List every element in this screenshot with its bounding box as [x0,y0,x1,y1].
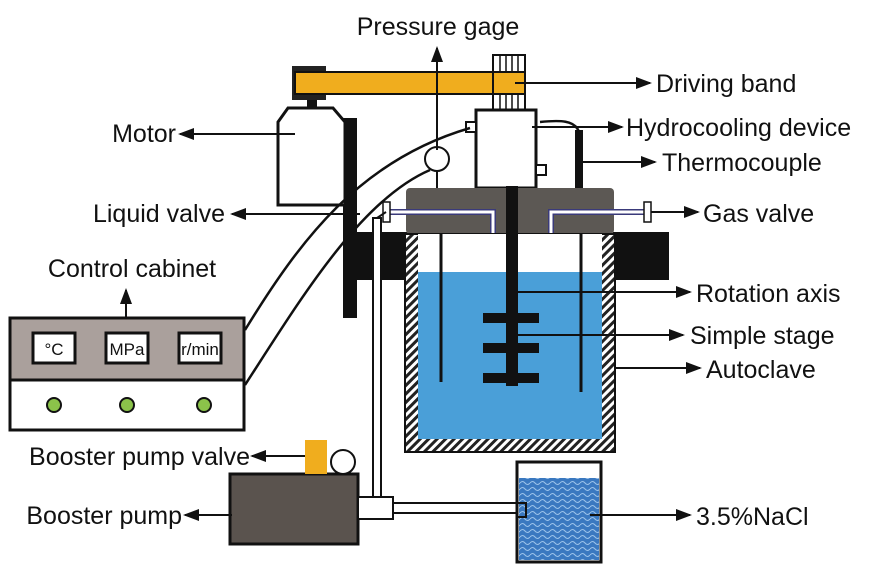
display-unit-rpm: r/min [181,340,219,359]
pulley [492,54,526,111]
hydrocooling-device [474,108,538,190]
pump-gauge [330,449,356,475]
temperature-display [31,331,77,365]
label-liquid-valve: Liquid valve [93,200,225,228]
gas-valve-knob [643,201,652,223]
label-motor: Motor [112,120,176,148]
label-hydrocooling-device: Hydrocooling device [626,114,851,142]
indicator-light [196,397,212,413]
display-unit-celsius: °C [44,340,63,359]
simple-stage-2 [483,343,539,353]
display-unit-mpa: MPa [110,340,146,359]
label-booster-pump-valve: Booster pump valve [29,443,250,471]
support-table-right [613,232,669,280]
speed-display [177,331,223,365]
label-gas-valve: Gas valve [703,200,814,228]
label-thermocouple: Thermocouple [662,149,822,177]
rotation-axis [506,186,518,386]
label-driving-band: Driving band [656,70,796,98]
thermocouple [575,130,583,188]
indicator-light [119,397,135,413]
label-nacl: 3.5%NaCl [696,503,809,531]
motor [276,106,347,207]
booster-pump [228,472,360,546]
pump-connector [357,496,394,520]
label-rotation-axis: Rotation axis [696,280,841,308]
label-autoclave: Autoclave [706,356,816,384]
label-control-cabinet: Control cabinet [48,255,216,283]
booster-pump-valve [305,440,327,474]
nacl-solution [519,478,599,560]
label-simple-stage: Simple stage [690,322,835,350]
indicator-light [46,397,62,413]
liquid-valve-knob [382,201,391,223]
simple-stage-1 [483,313,539,323]
motor-shaft [307,96,317,108]
control-cabinet: °C MPa r/min [8,316,246,432]
label-booster-pump: Booster pump [26,502,182,530]
simple-stage-3 [483,373,539,383]
label-pressure-gage: Pressure gage [357,13,520,41]
pressure-display [104,331,150,365]
driving-band [294,71,526,95]
pressure-gage [424,146,450,172]
